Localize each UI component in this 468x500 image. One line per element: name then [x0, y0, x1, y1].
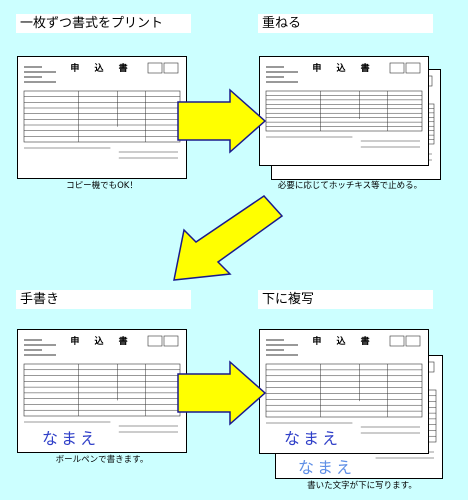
step-copy-title-text: 下に複写 — [262, 292, 315, 307]
down-left-arrow-icon — [173, 195, 284, 281]
form-box — [23, 363, 181, 417]
right-arrow-icon — [177, 88, 267, 154]
form-box — [389, 335, 405, 347]
form-box — [405, 62, 421, 74]
form-lines — [23, 62, 181, 159]
form-box — [405, 335, 421, 347]
form-sheet-front: 申 込 書 — [259, 56, 429, 166]
form-box — [23, 90, 181, 143]
step-copy-caption: 書いた文字が下に写ります。 — [307, 481, 417, 491]
handwritten-name: なまえ — [42, 429, 100, 448]
form-box — [147, 335, 163, 347]
down-left-arrow-shape — [173, 195, 284, 281]
form-sheet-single: 申 込 書 — [17, 56, 187, 179]
form-box — [163, 62, 179, 74]
form-box — [265, 90, 423, 132]
form-box — [163, 335, 179, 347]
copied-name: なまえ — [298, 458, 356, 477]
step-stack-title: 重ねる — [258, 14, 433, 33]
form-lines — [23, 335, 181, 433]
form-sheet-top: 申 込 書 なまえ — [259, 329, 429, 454]
form-box — [147, 62, 163, 74]
step-stack-caption: 必要に応じてホッチキス等で止める。 — [277, 181, 423, 191]
right-arrow-shape — [177, 88, 267, 154]
form-lines — [265, 335, 423, 434]
form-heading: 申 込 書 — [312, 64, 376, 74]
step-write-title-text: 手書き — [20, 292, 60, 307]
form-box — [265, 363, 423, 418]
form-heading: 申 込 書 — [312, 337, 376, 347]
step-copy-title: 下に複写 — [258, 290, 433, 309]
step-print-title: 一枚ずつ書式をプリント — [16, 14, 191, 33]
step-write-title: 手書き — [16, 290, 191, 309]
form-box — [389, 62, 405, 74]
right-arrow-icon — [177, 360, 267, 426]
right-arrow-shape — [177, 360, 267, 426]
step-stack-title-text: 重ねる — [262, 16, 302, 31]
step-print-caption: コピー機でもOK！ — [66, 181, 138, 191]
step-print-title-text: 一枚ずつ書式をプリント — [20, 16, 164, 31]
step-write-caption: ボールペンで書きます。 — [55, 455, 149, 465]
form-heading: 申 込 書 — [70, 64, 134, 74]
form-sheet-handwritten: 申 込 書 なまえ — [17, 329, 187, 453]
form-heading: 申 込 書 — [70, 337, 134, 347]
form-lines — [265, 62, 423, 148]
handwritten-name-top: なまえ — [284, 429, 342, 448]
